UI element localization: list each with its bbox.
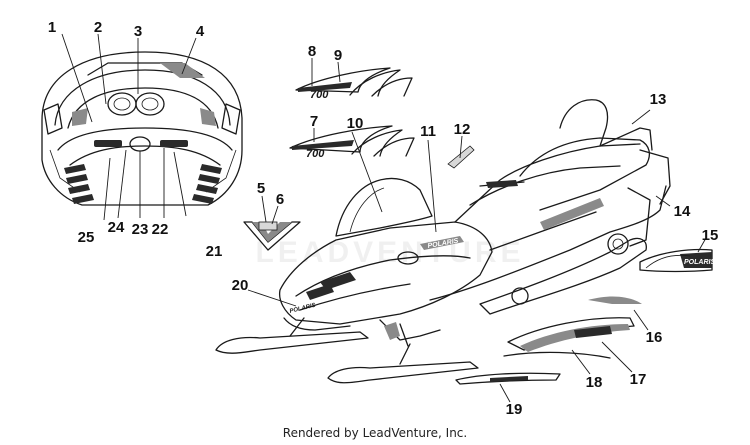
nose-brand-text: POLARIS [289, 303, 316, 315]
dash-hood-assembly [41, 51, 243, 206]
callout-3: 3 [134, 23, 142, 40]
callout-19: 19 [506, 401, 523, 418]
decal-polaris-side-text: POLARIS [684, 259, 715, 266]
side-vent-right [192, 164, 222, 204]
callout-17: 17 [630, 371, 647, 388]
callout-7: 7 [310, 113, 318, 130]
stripe-decal-16 [588, 296, 642, 304]
callout-1: 1 [48, 19, 56, 36]
leader-lines [61, 33, 707, 403]
callout-12: 12 [454, 121, 471, 138]
decal-700-lower: 700 [289, 125, 415, 160]
render-credit: Rendered by LeadVenture, Inc. [282, 426, 468, 440]
stripe-decal-19 [455, 372, 561, 385]
callout-4: 4 [196, 23, 205, 40]
callout-10: 10 [347, 115, 364, 132]
callout-25: 25 [78, 229, 95, 246]
snowmobile-body: POLARIS POLARIS [215, 99, 671, 384]
decal-polaris-side: POLARIS [639, 248, 715, 273]
callout-5: 5 [257, 180, 265, 197]
stripe-decal-12 [447, 145, 475, 169]
callout-8: 8 [308, 43, 316, 60]
callout-14: 14 [674, 203, 691, 220]
callout-13: 13 [650, 91, 667, 108]
callout-9: 9 [334, 47, 342, 64]
callout-11: 11 [420, 123, 436, 140]
callout-6: 6 [276, 191, 284, 208]
callout-24: 24 [108, 219, 125, 236]
callout-2: 2 [94, 19, 102, 36]
tunnel-side-decal [503, 317, 635, 359]
decal-700-lower-text: 700 [306, 148, 325, 160]
decal-700-upper: 700 [295, 67, 413, 101]
side-vent-left [64, 164, 94, 204]
chevron-decal [243, 221, 301, 251]
callout-labels: 1 2 3 4 5 6 7 8 9 10 11 12 13 14 15 16 1… [48, 19, 719, 418]
callout-16: 16 [646, 329, 663, 346]
callout-15: 15 [702, 227, 719, 244]
callout-22: 22 [152, 221, 169, 238]
callout-18: 18 [586, 374, 603, 391]
callout-21: 21 [206, 243, 223, 260]
callout-23: 23 [132, 221, 149, 238]
watermark: LEADVENTURE [255, 236, 524, 269]
callout-20: 20 [232, 277, 249, 294]
decal-700-upper-text: 700 [310, 89, 329, 101]
